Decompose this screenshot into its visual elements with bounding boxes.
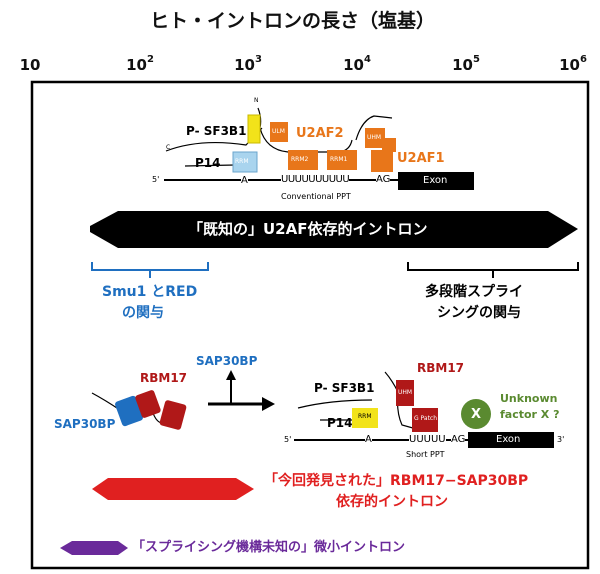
upper-complex xyxy=(164,107,474,190)
lower-sf3b1-box xyxy=(352,408,378,428)
multistep-label-line1: 多段階スプライ xyxy=(425,284,523,300)
upper-c-label: C xyxy=(166,144,171,151)
tick-10-5: 105 xyxy=(452,54,480,74)
upper-ag-label: AG xyxy=(376,174,391,185)
upper-5prime-label: 5' xyxy=(152,175,160,184)
smu1-bracket xyxy=(91,262,209,278)
diagram-title: ヒト・イントロンの長さ（塩基） xyxy=(150,10,436,32)
p14-chain xyxy=(184,164,236,167)
lower-branch-a-label: A xyxy=(365,434,372,445)
u2af2-ulm-box xyxy=(270,122,288,142)
sap30bp-left-label: SAP30BP xyxy=(54,417,116,431)
upper-p14-label: P14 xyxy=(195,156,221,170)
lower-uhm-box xyxy=(396,380,414,406)
multistep-label-line2: シングの関与 xyxy=(437,305,521,321)
upper-exon-label: Exon xyxy=(423,175,448,186)
tick-10-3: 103 xyxy=(234,54,262,74)
multistep-bracket xyxy=(407,262,579,278)
lower-ppt-seq: UUUUU xyxy=(409,434,446,445)
lower-gpatch-box xyxy=(412,408,438,432)
upper-ppt-label: Conventional PPT xyxy=(281,192,351,201)
rbm17-uhm-box xyxy=(135,390,161,418)
upper-n-label: N xyxy=(254,97,259,104)
factor-x-circle xyxy=(461,399,491,429)
u2af2-label: U2AF2 xyxy=(296,126,344,141)
upper-exon-box xyxy=(398,172,474,190)
u2af2-chain xyxy=(257,107,353,153)
sap30bp-top-label: SAP30BP xyxy=(196,354,258,368)
release-arrow-head xyxy=(226,370,236,380)
lower-p14-label: P14 xyxy=(327,416,353,430)
lower-3prime-label: 3' xyxy=(557,435,565,444)
lower-exon-label: Exon xyxy=(496,434,521,445)
lower-rrm-label: RRM xyxy=(358,413,372,420)
upper-rrm1-label: RRM1 xyxy=(330,156,348,163)
factor-x-label: factor X ? xyxy=(500,408,560,421)
frame-border xyxy=(30,80,590,570)
rbm17-intron-band xyxy=(92,478,254,500)
lower-free-complex xyxy=(91,390,187,430)
u2af1-chain xyxy=(355,115,393,141)
known-intron-band xyxy=(90,211,578,248)
tick-10-4: 104 xyxy=(343,54,371,74)
rbm17-free-label: RBM17 xyxy=(140,371,188,385)
sf3b1-chain xyxy=(165,127,263,152)
upper-p-sf3b1-label: P- SF3B1 xyxy=(186,124,247,138)
lower-uhm-label: UHM xyxy=(398,389,413,396)
u2af1-box xyxy=(371,150,393,172)
rbm17-bound-label: RBM17 xyxy=(417,361,465,375)
p14-rrm-box xyxy=(232,151,258,173)
sap30bp-box xyxy=(115,395,143,427)
u2af1-label: U2AF1 xyxy=(397,151,445,166)
rbm17-gpatch-box xyxy=(159,400,187,430)
lower-gpatch-label: G Patch xyxy=(414,415,438,422)
tick-10: 10 xyxy=(19,56,41,74)
upper-rrm-label: RRM xyxy=(235,158,249,165)
minor-intron-band xyxy=(60,541,128,555)
rbm17-band-label-line1: 「今回発見された」RBM17−SAP30BP xyxy=(264,473,529,489)
tick-10-6: 106 xyxy=(559,54,587,74)
lower-p-sf3b1-label: P- SF3B1 xyxy=(314,381,375,395)
tick-10-2: 102 xyxy=(126,54,154,74)
upper-ulm-label: ULM xyxy=(272,128,285,135)
u2af1-uhm-box xyxy=(365,128,385,148)
upper-branch-a-label: A xyxy=(241,175,248,186)
rbm17-band-label-line2: 依存的イントロン xyxy=(336,494,448,510)
unknown-label: Unknown xyxy=(500,392,558,405)
lower-5prime-label: 5' xyxy=(284,435,292,444)
upper-uhm-label: UHM xyxy=(367,134,382,141)
known-intron-label: 「既知の」U2AF依存的イントロン xyxy=(188,220,428,238)
lower-ag-label: AG xyxy=(451,434,466,445)
arrow-head xyxy=(262,397,275,411)
sf3b1-ulm-box xyxy=(247,114,261,144)
minor-intron-label: 「スプライシング機構未知の」微小イントロン xyxy=(132,540,406,555)
lower-ppt-label: Short PPT xyxy=(406,450,445,459)
rrm2-box xyxy=(288,150,318,170)
u2af1-small-box xyxy=(382,138,396,152)
smu1-label-line1: Smu1 とRED xyxy=(102,284,198,300)
lower-exon-box xyxy=(468,432,554,448)
smu1-label-line2: の関与 xyxy=(122,305,164,321)
rrm1-box xyxy=(327,150,357,170)
upper-rrm2-label: RRM2 xyxy=(291,156,309,163)
factor-x-letter: X xyxy=(471,407,482,422)
upper-ppt-seq: UUUUUUUUUU xyxy=(281,174,350,185)
lower-bound-complex xyxy=(294,371,554,448)
